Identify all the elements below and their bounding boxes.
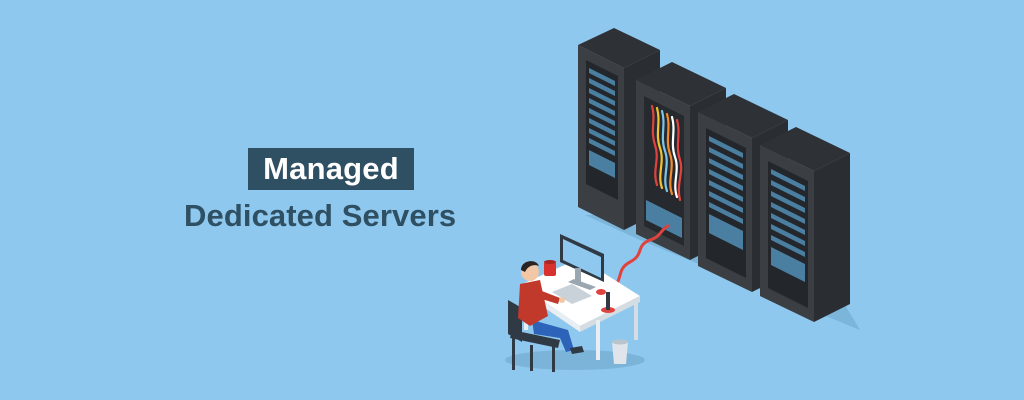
monitor-icon (560, 234, 604, 290)
cable-bundle (650, 104, 683, 202)
cable-connector-icon (596, 289, 615, 313)
mug-icon (544, 260, 556, 276)
server-room-illustration (505, 28, 860, 372)
keyboard-icon (552, 284, 592, 304)
headline-line-1: Managed (263, 151, 399, 186)
person-icon (518, 261, 584, 354)
headline-highlight: Managed (248, 148, 414, 190)
headline-line-2: Dedicated Servers (184, 198, 457, 233)
network-cable (608, 224, 670, 292)
trash-bin-icon (612, 339, 628, 364)
server-rack-icon (578, 28, 660, 230)
server-rack-icon (760, 127, 850, 322)
